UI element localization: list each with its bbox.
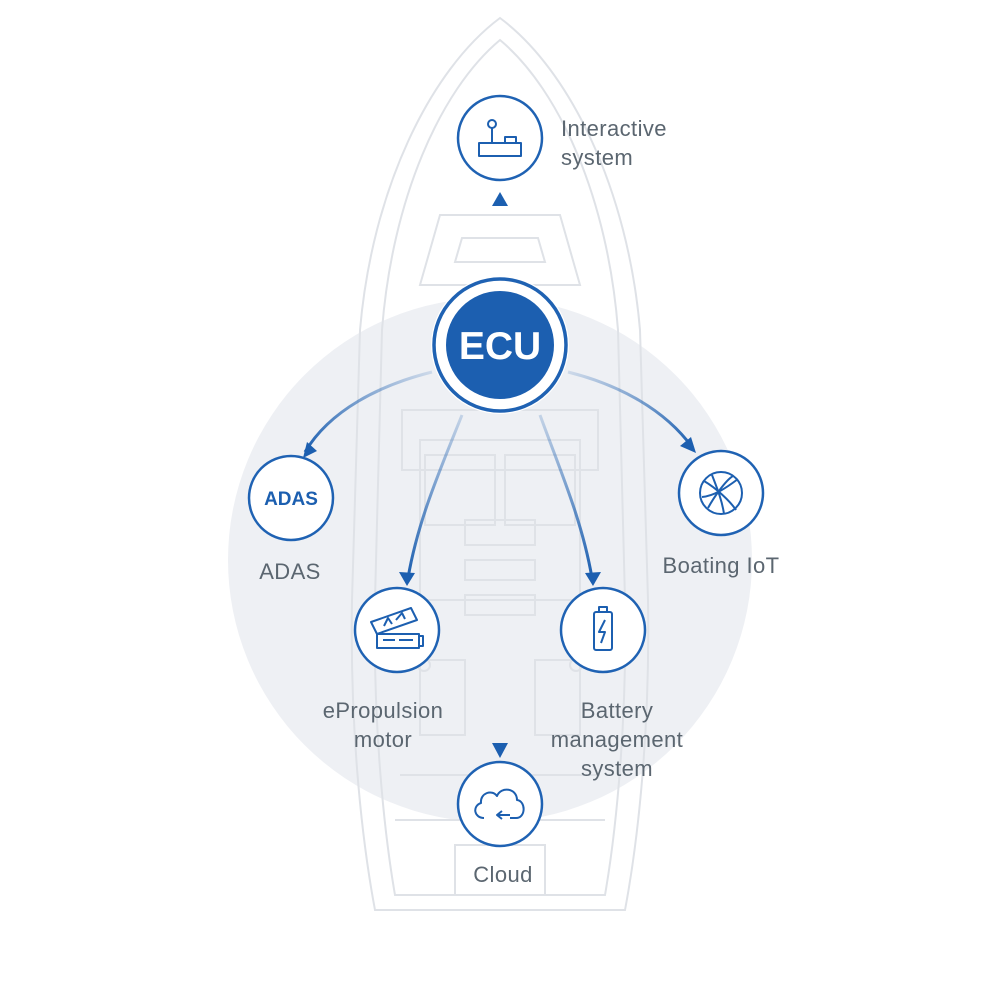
node-cloud <box>456 760 544 848</box>
arrowhead-adas <box>303 442 317 458</box>
node-battery-management <box>559 586 647 674</box>
arrow-to-epropulsion <box>406 414 464 579</box>
label-epropulsion-line-2: motor <box>353 727 413 752</box>
ecu-hub: ECU <box>431 276 569 414</box>
label-battery-management: Battery management system <box>537 696 697 783</box>
arrow-to-adas <box>303 370 433 453</box>
label-battery-line-1: Battery <box>580 698 654 723</box>
arrow-to-battery <box>538 414 594 579</box>
node-interactive-system <box>456 94 544 182</box>
boat-outline <box>350 16 650 911</box>
node-adas: ADAS <box>247 454 335 542</box>
label-epropulsion-motor: ePropulsion motor <box>303 696 463 754</box>
label-interactive-line-2: system <box>561 145 634 170</box>
motor-icon <box>370 607 424 649</box>
arrowhead-iot <box>680 437 696 453</box>
node-boating-iot <box>677 449 765 537</box>
label-adas: ADAS <box>230 557 350 586</box>
label-boating-iot: Boating IoT <box>641 551 801 580</box>
cloud-icon <box>474 788 525 820</box>
label-epropulsion-line-1: ePropulsion <box>322 698 444 723</box>
arrowheads <box>303 192 696 758</box>
arrowhead-interactive <box>492 192 508 206</box>
label-battery-line-2: management <box>550 727 684 752</box>
ecu-label: ECU <box>459 325 541 368</box>
label-adas-text: ADAS <box>259 559 321 584</box>
arrowhead-epropulsion <box>399 572 415 586</box>
joystick-icon <box>478 119 522 157</box>
label-interactive-system: Interactive system <box>561 114 667 172</box>
label-interactive-line-1: Interactive <box>561 116 667 141</box>
globe-icon <box>699 471 743 515</box>
node-epropulsion-motor <box>353 586 441 674</box>
label-cloud: Cloud <box>443 860 563 889</box>
label-boating-iot-text: Boating IoT <box>662 553 780 578</box>
label-cloud-text: Cloud <box>473 862 533 887</box>
arrowhead-cloud <box>492 743 508 758</box>
battery-icon <box>593 606 613 651</box>
arrows <box>303 200 694 748</box>
label-battery-line-3: system <box>580 756 654 781</box>
arrowhead-battery <box>585 572 601 586</box>
arrow-to-iot <box>567 370 694 448</box>
adas-icon-text: ADAS <box>264 489 318 510</box>
